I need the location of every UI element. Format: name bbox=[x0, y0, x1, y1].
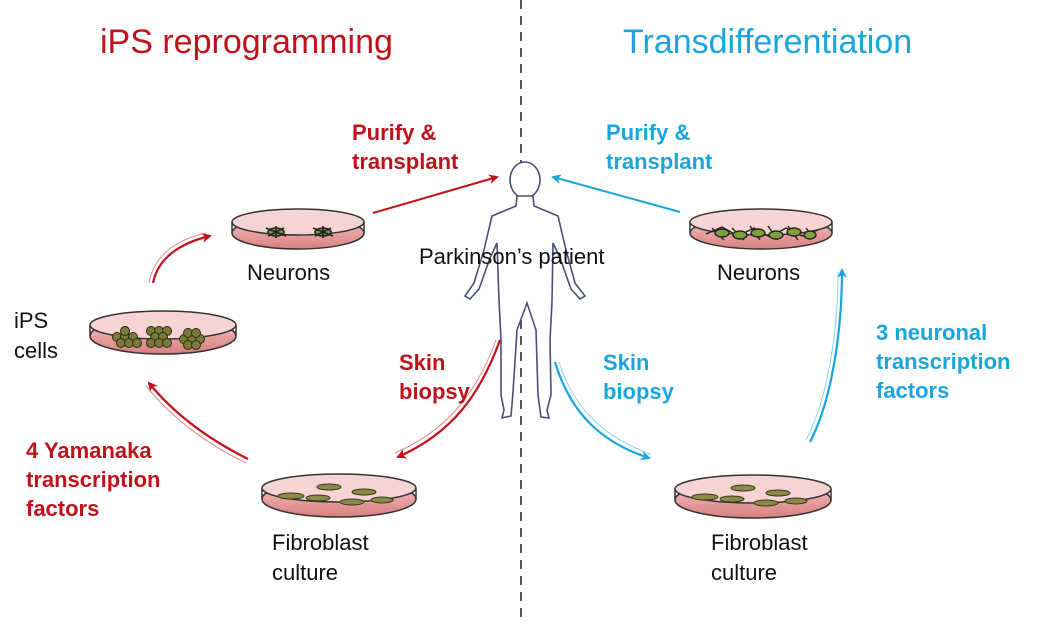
left-skin-line2: biopsy bbox=[399, 379, 470, 404]
arrow-right-biopsy bbox=[553, 361, 651, 461]
heading-ips-reprogramming: iPS reprogramming bbox=[100, 23, 393, 61]
arrow-ips-to-neurons bbox=[151, 232, 212, 284]
right-fibroblasts bbox=[691, 484, 808, 507]
left-neurons-label: Neurons bbox=[247, 260, 331, 285]
patient-figure bbox=[463, 161, 587, 420]
right-skin-line1: Skin bbox=[603, 350, 650, 375]
arrow-right-transplant bbox=[551, 174, 681, 213]
arrow-left-transplant bbox=[372, 174, 499, 214]
right-purify-line2: transplant bbox=[606, 149, 713, 174]
left-fibroblast-dish bbox=[261, 473, 417, 518]
left-factors-line1: 4 Yamanaka bbox=[26, 438, 152, 463]
left-skin-line1: Skin bbox=[399, 350, 446, 375]
left-fibroblast-line2: culture bbox=[272, 560, 339, 585]
right-skin-line2: biopsy bbox=[603, 379, 674, 404]
arrow-fibroblast-to-ips bbox=[147, 381, 249, 460]
left-neuron-mark-2 bbox=[312, 226, 334, 238]
right-neurons-label: Neurons bbox=[717, 260, 801, 285]
ips-label-line1: iPS bbox=[14, 308, 49, 333]
heading-transdifferentiation: Transdifferentiation bbox=[623, 23, 913, 61]
right-factors-line3: factors bbox=[876, 378, 950, 403]
arrow-left-biopsy bbox=[396, 339, 502, 459]
left-factors-line2: transcription bbox=[26, 467, 161, 492]
left-neuron-mark-1 bbox=[265, 226, 287, 238]
left-fibroblast-line1: Fibroblast bbox=[272, 530, 369, 555]
right-neuron-network bbox=[705, 225, 819, 241]
left-purify-line2: transplant bbox=[352, 149, 459, 174]
left-factors-line3: factors bbox=[26, 496, 100, 521]
right-fibroblast-line1: Fibroblast bbox=[711, 530, 808, 555]
right-fibroblast-line2: culture bbox=[711, 560, 778, 585]
left-neurons-dish bbox=[231, 208, 365, 250]
ips-colony-1 bbox=[112, 326, 142, 348]
ips-colony-3 bbox=[179, 328, 205, 350]
right-purify-line1: Purify & bbox=[606, 120, 691, 145]
left-purify-line1: Purify & bbox=[352, 120, 437, 145]
patient-label: Parkinson’s patient bbox=[419, 244, 605, 269]
ips-colony-2 bbox=[146, 326, 172, 348]
left-fibroblasts bbox=[277, 483, 394, 506]
ips-label-line2: cells bbox=[14, 338, 59, 363]
arrow-fibroblast-to-neurons bbox=[809, 268, 847, 443]
right-factors-line1: 3 neuronal bbox=[876, 320, 988, 345]
right-factors-line2: transcription bbox=[876, 349, 1011, 374]
